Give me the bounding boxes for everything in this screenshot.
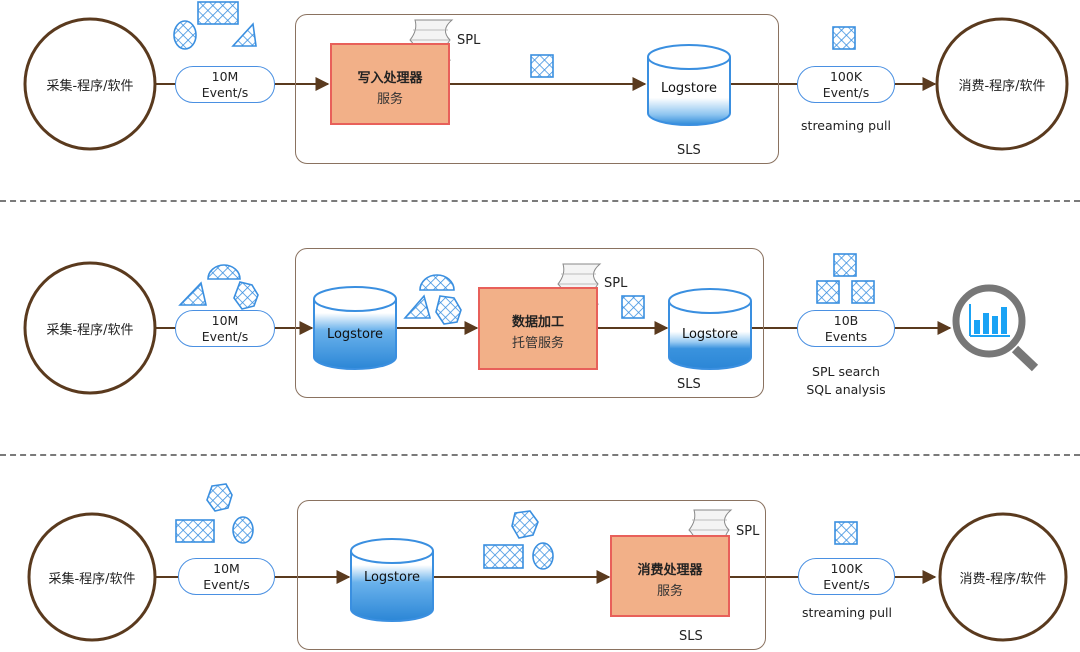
source-label: 采集-程序/软件 xyxy=(46,323,134,338)
rate-value: 10B xyxy=(833,313,859,328)
event-rect-icon xyxy=(816,280,840,304)
magnifier-chart-icon[interactable] xyxy=(952,284,1039,372)
consumer-label: 消费-程序/软件 xyxy=(958,79,1046,94)
source-rate-badge: 10M Event/s xyxy=(175,66,275,103)
processor-title: 写入处理器 xyxy=(357,71,423,86)
spl-label: SPL xyxy=(457,33,481,48)
spl-label: SPL xyxy=(604,276,628,291)
sls-label: SLS xyxy=(677,143,701,158)
consumer-circle xyxy=(935,17,1069,151)
rate-value: 100K xyxy=(829,69,863,84)
event-egg-icon xyxy=(532,542,554,570)
event-rect-icon xyxy=(621,295,645,319)
rate-value: 10M xyxy=(211,69,239,84)
logstore-cylinder-icon xyxy=(668,288,752,370)
event-rect-icon xyxy=(832,26,856,50)
consumer-rate-badge: 100K Event/s xyxy=(798,558,895,595)
logstore-label: Logstore xyxy=(363,570,421,585)
event-rect-icon xyxy=(483,544,524,569)
consume-processor-box[interactable]: 消费处理器 服务 xyxy=(610,535,730,617)
event-hexagon-icon xyxy=(511,510,539,539)
event-rect-icon xyxy=(175,519,215,543)
processor-title: 消费处理器 xyxy=(637,563,703,578)
event-hexagon-icon xyxy=(206,483,233,512)
consumer-rate-badge: 10B Events xyxy=(797,310,895,347)
processor-subtitle: 托管服务 xyxy=(511,336,564,351)
consumer-note: SPL search SQL analysis xyxy=(786,363,906,399)
consumer-circle xyxy=(938,512,1068,642)
rate-value: 100K xyxy=(830,561,863,576)
logstore-cylinder-icon xyxy=(313,286,397,370)
event-rect-icon xyxy=(197,1,239,25)
data-transform-box[interactable]: 数据加工 托管服务 xyxy=(478,287,598,370)
write-processor-box[interactable]: 写入处理器 服务 xyxy=(330,43,450,125)
event-hexagon-icon xyxy=(435,295,462,325)
spl-label: SPL xyxy=(736,524,760,539)
consumer-note: streaming pull xyxy=(802,605,892,620)
note-line: SQL analysis xyxy=(806,382,886,397)
processor-subtitle: 服务 xyxy=(376,92,403,107)
event-semicircle-icon xyxy=(207,264,241,280)
sls-container xyxy=(295,14,779,164)
rate-unit: Events xyxy=(824,329,868,344)
event-egg-icon xyxy=(173,20,197,50)
note-line: SPL search xyxy=(812,364,880,379)
section-divider xyxy=(0,200,1080,202)
row-3-graphics xyxy=(27,483,1068,642)
rate-value: 10M xyxy=(213,561,240,576)
event-egg-icon xyxy=(232,516,254,544)
source-rate-badge: 10M Event/s xyxy=(178,558,275,595)
event-rect-icon xyxy=(834,521,858,545)
rate-value: 10M xyxy=(211,313,239,328)
event-triangle-icon xyxy=(231,22,257,47)
logstore-cylinder-icon xyxy=(350,538,434,622)
logstore-cylinder-icon xyxy=(647,44,731,126)
event-rect-icon xyxy=(833,253,857,277)
rate-unit: Event/s xyxy=(823,577,870,592)
processor-title: 数据加工 xyxy=(511,315,564,330)
consumer-note: streaming pull xyxy=(801,118,891,133)
row-2-graphics xyxy=(23,253,1039,395)
consumer-label: 消费-程序/软件 xyxy=(959,572,1047,587)
rate-unit: Event/s xyxy=(201,329,249,344)
consumer-rate-badge: 100K Event/s xyxy=(797,66,895,103)
event-semicircle-icon xyxy=(419,274,455,291)
rate-unit: Event/s xyxy=(822,85,870,100)
sls-label: SLS xyxy=(677,377,701,392)
sls-container xyxy=(297,500,766,650)
logstore-label: Logstore xyxy=(326,327,384,342)
event-triangle-icon xyxy=(178,281,208,306)
processor-subtitle: 服务 xyxy=(656,584,683,599)
source-rate-badge: 10M Event/s xyxy=(175,310,275,347)
section-divider xyxy=(0,454,1080,456)
source-label: 采集-程序/软件 xyxy=(46,79,134,94)
event-rect-icon xyxy=(851,280,875,304)
rate-unit: Event/s xyxy=(201,85,249,100)
event-hexagon-icon xyxy=(233,281,259,310)
sls-label: SLS xyxy=(679,629,703,644)
event-rect-icon xyxy=(530,54,554,78)
rate-unit: Event/s xyxy=(203,577,250,592)
logstore-label: Logstore xyxy=(681,327,739,342)
sls-container xyxy=(295,248,764,398)
logstore-label: Logstore xyxy=(660,81,718,96)
source-label: 采集-程序/软件 xyxy=(48,572,136,587)
event-triangle-icon xyxy=(403,294,432,319)
